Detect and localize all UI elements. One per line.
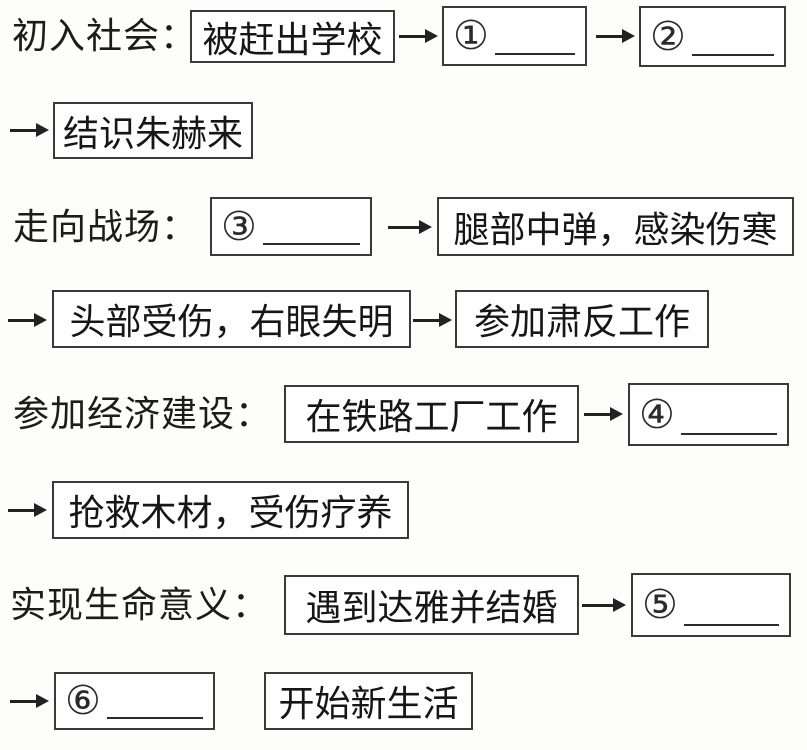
step-box-rescue-timber: 抢救木材，受伤疗养 [52, 481, 409, 539]
answer-blank-line [683, 624, 779, 626]
step-box-head-wound-blind-eye: 头部受伤，右眼失明 [52, 290, 411, 348]
flow-arrow [596, 29, 635, 43]
answer-blank-box-5: ⑤ [631, 573, 791, 637]
flow-arrow [399, 29, 438, 43]
arrow-shaft [10, 699, 36, 703]
circled-number-1: ① [453, 13, 489, 59]
circled-number-6: ⑥ [65, 678, 101, 724]
arrow-shaft [8, 508, 34, 512]
step-box-railway-factory: 在铁路工厂工作 [284, 385, 579, 443]
arrow-shaft [8, 318, 34, 322]
step-box-leg-shot-typhoid: 腿部中弹，感染伤寒 [437, 197, 794, 256]
flow-arrow [388, 220, 432, 234]
arrow-head-icon [36, 694, 49, 708]
answer-blank-line [691, 54, 774, 56]
flow-arrow [413, 313, 452, 327]
section-label-enter-society: 初入社会： [12, 16, 198, 56]
arrow-head-icon [425, 29, 438, 43]
answer-blank-box-2: ② [639, 6, 786, 67]
arrow-head-icon [622, 29, 635, 43]
circled-number-2: ② [650, 13, 686, 60]
step-box-meet-zhuhelai: 结识朱赫来 [53, 102, 253, 159]
flow-arrow [10, 123, 49, 137]
arrow-head-icon [34, 313, 47, 327]
answer-blank-line [262, 243, 360, 245]
arrow-shaft [413, 318, 439, 322]
arrow-shaft [584, 412, 610, 416]
arrow-head-icon [36, 123, 49, 137]
answer-blank-line [680, 433, 777, 435]
flow-arrow [582, 598, 626, 612]
arrow-shaft [10, 128, 36, 132]
arrow-head-icon [439, 313, 452, 327]
step-box-cheka-work: 参加肃反工作 [455, 290, 709, 348]
arrow-head-icon [613, 598, 626, 612]
answer-blank-line [494, 53, 575, 55]
answer-blank-box-4: ④ [628, 383, 789, 446]
circled-number-4: ④ [639, 391, 675, 438]
flow-arrow [8, 503, 47, 517]
answer-blank-line [106, 717, 203, 719]
step-box-new-life: 开始新生活 [264, 672, 473, 730]
arrow-head-icon [419, 220, 432, 234]
answer-blank-box-1: ① [442, 6, 587, 66]
section-label-meaning-of-life: 实现生命意义： [10, 585, 270, 625]
arrow-head-icon [34, 503, 47, 517]
section-label-go-to-war: 走向战场： [13, 207, 199, 247]
flow-arrow [10, 694, 49, 708]
arrow-shaft [582, 603, 613, 607]
circled-number-5: ⑤ [642, 582, 678, 628]
answer-blank-box-6: ⑥ [54, 672, 215, 730]
flow-arrow [584, 407, 623, 421]
arrow-head-icon [610, 407, 623, 421]
step-box-meet-daya-marry: 遇到达雅并结婚 [284, 575, 579, 635]
arrow-shaft [596, 34, 622, 38]
answer-blank-box-3: ③ [210, 197, 372, 256]
section-label-economic-construction: 参加经济建设： [13, 394, 273, 434]
flow-arrow [8, 313, 47, 327]
circled-number-3: ③ [221, 203, 257, 250]
arrow-shaft [399, 34, 425, 38]
arrow-shaft [388, 225, 419, 229]
step-box-expelled-from-school: 被赶出学校 [190, 10, 395, 63]
